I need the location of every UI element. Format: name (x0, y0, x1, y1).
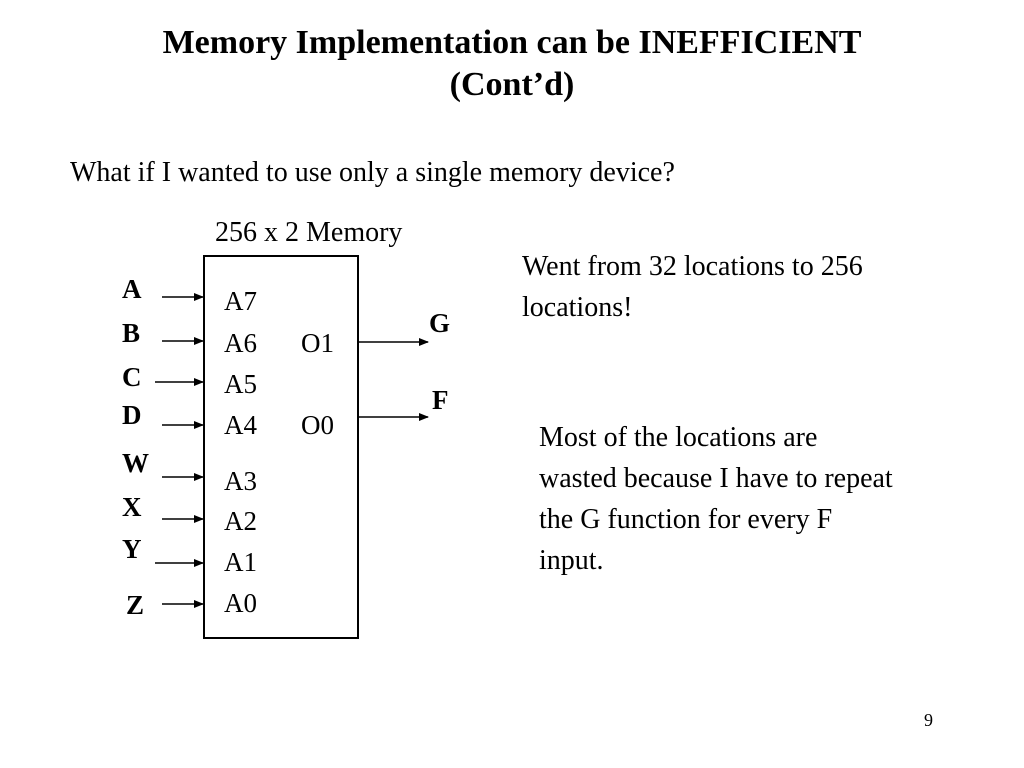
input-label-z: Z (126, 590, 144, 620)
input-label-y: Y (122, 534, 142, 564)
page-number: 9 (924, 710, 933, 730)
pin-a0: A0 (224, 588, 257, 618)
pin-a4: A4 (224, 410, 257, 440)
slide-title: Memory Implementation can be INEFFICIENT… (0, 22, 1024, 106)
pin-a5: A5 (224, 369, 257, 399)
slide-title-line-1: Memory Implementation can be INEFFICIENT (162, 24, 862, 61)
pin-a6: A6 (224, 328, 257, 358)
input-label-c: C (122, 362, 142, 392)
input-label-a: A (122, 274, 142, 304)
pin-o0: O0 (301, 410, 334, 440)
pin-a1: A1 (224, 547, 257, 577)
pin-a7: A7 (224, 286, 257, 316)
output-label-f: F (432, 385, 449, 415)
question-text: What if I wanted to use only a single me… (70, 157, 675, 188)
memory-box (203, 255, 359, 639)
slide-title-line-2: (Cont’d) (449, 66, 575, 103)
note-wasted: Most of the locations are wasted because… (539, 422, 893, 576)
output-label-g: G (429, 308, 450, 338)
pin-o1: O1 (301, 328, 334, 358)
input-label-b: B (122, 318, 140, 348)
input-label-d: D (122, 400, 142, 430)
memory-label: 256 x 2 Memory (215, 217, 403, 248)
pin-a2: A2 (224, 506, 257, 536)
pin-a3: A3 (224, 466, 257, 496)
note-locations: Went from 32 locations to 256 locations! (522, 251, 863, 323)
input-label-x: X (122, 492, 142, 522)
input-label-w: W (122, 448, 149, 478)
